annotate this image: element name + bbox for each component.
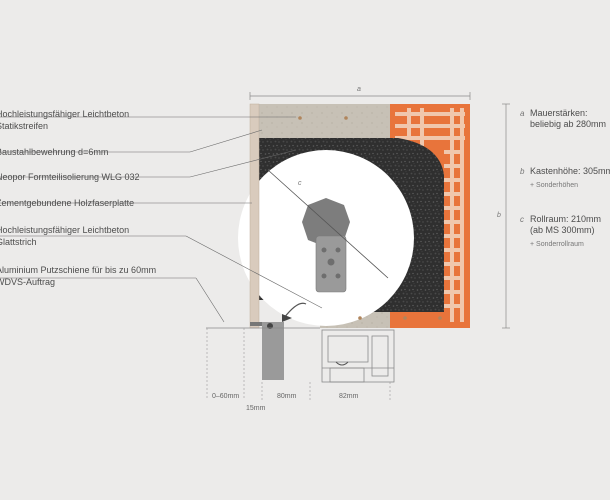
label-holzfaserplatte: Zementgebundene Holzfaserplatte: [0, 197, 134, 209]
label-line: Neopor Formteilisolierung WLG 032: [0, 172, 140, 182]
dimension-15mm: 15mm: [246, 405, 266, 412]
rebar-dots: [298, 116, 442, 320]
label-line: Hochleistungsfähiger Leichtbeton: [0, 109, 130, 119]
right-label-line: Mauerstärken:: [530, 108, 588, 118]
window-gasket: [335, 361, 349, 366]
right-label-line: beliebig ab 280mm: [530, 119, 607, 129]
leader-lines: [0, 116, 323, 323]
right-label-sub: + Sonderrollraum: [530, 241, 584, 248]
label-line: WDVS-Auftrag: [0, 277, 56, 287]
label-leichtbeton-statikstreifen: Hochleistungsfähiger Leichtbeton Statiks…: [0, 108, 129, 132]
dimension-b: [502, 103, 510, 329]
right-label-key: c: [520, 215, 524, 224]
right-label-line: Rollraum: 210mm: [530, 214, 602, 224]
right-label-b: b Kastenhöhe: 305mm + Sonderhöhen: [520, 166, 610, 191]
label-line: Aluminium Putzschiene für bis zu 60mm: [0, 265, 157, 275]
window-profile: [321, 329, 395, 383]
bottom-dimension-guides: [206, 328, 391, 400]
label-line: Zementgebundene Holzfaserplatte: [0, 198, 135, 208]
dimension-0-60mm: 0–60mm: [212, 393, 240, 400]
right-label-c: c Rollraum: 210mm (ab MS 300mm) + Sonder…: [520, 214, 602, 250]
label-line: Statikstreifen: [0, 121, 49, 131]
right-label-a: a Mauerstärken: beliebig ab 280mm: [520, 108, 607, 130]
dim-letter-c: c: [298, 180, 302, 187]
label-baustahlbewehrung: Baustahlbewehrung d=6mm: [0, 146, 108, 158]
plaster-rail: [250, 302, 307, 380]
label-line: Baustahlbewehrung d=6mm: [0, 147, 109, 157]
label-neopor: Neopor Formteilisolierung WLG 032: [0, 171, 140, 183]
right-label-sub: + Sonderhöhen: [530, 182, 579, 189]
wood-fibre-board: [249, 103, 260, 329]
dimension-c: [267, 169, 389, 279]
dim-letter-a: a: [357, 86, 361, 93]
right-label-line: Kastenhöhe: 305mm: [530, 166, 610, 176]
dimension-82mm: 82mm: [339, 393, 359, 400]
right-label-line: (ab MS 300mm): [530, 225, 595, 235]
right-label-key: a: [520, 109, 525, 118]
dimension-a: [249, 92, 471, 100]
dimension-80mm: 80mm: [277, 393, 297, 400]
right-label-key: b: [520, 167, 525, 176]
dim-letter-b: b: [497, 212, 501, 219]
label-line: Hochleistungsfähiger Leichtbeton: [0, 225, 130, 235]
label-leichtbeton-glattstrich: Hochleistungsfähiger Leichtbeton Glattst…: [0, 224, 129, 248]
label-line: Glattstrich: [0, 237, 37, 247]
concrete-top-beam: [250, 104, 390, 138]
label-putzschiene: Aluminium Putzschiene für bis zu 60mm WD…: [0, 264, 156, 288]
